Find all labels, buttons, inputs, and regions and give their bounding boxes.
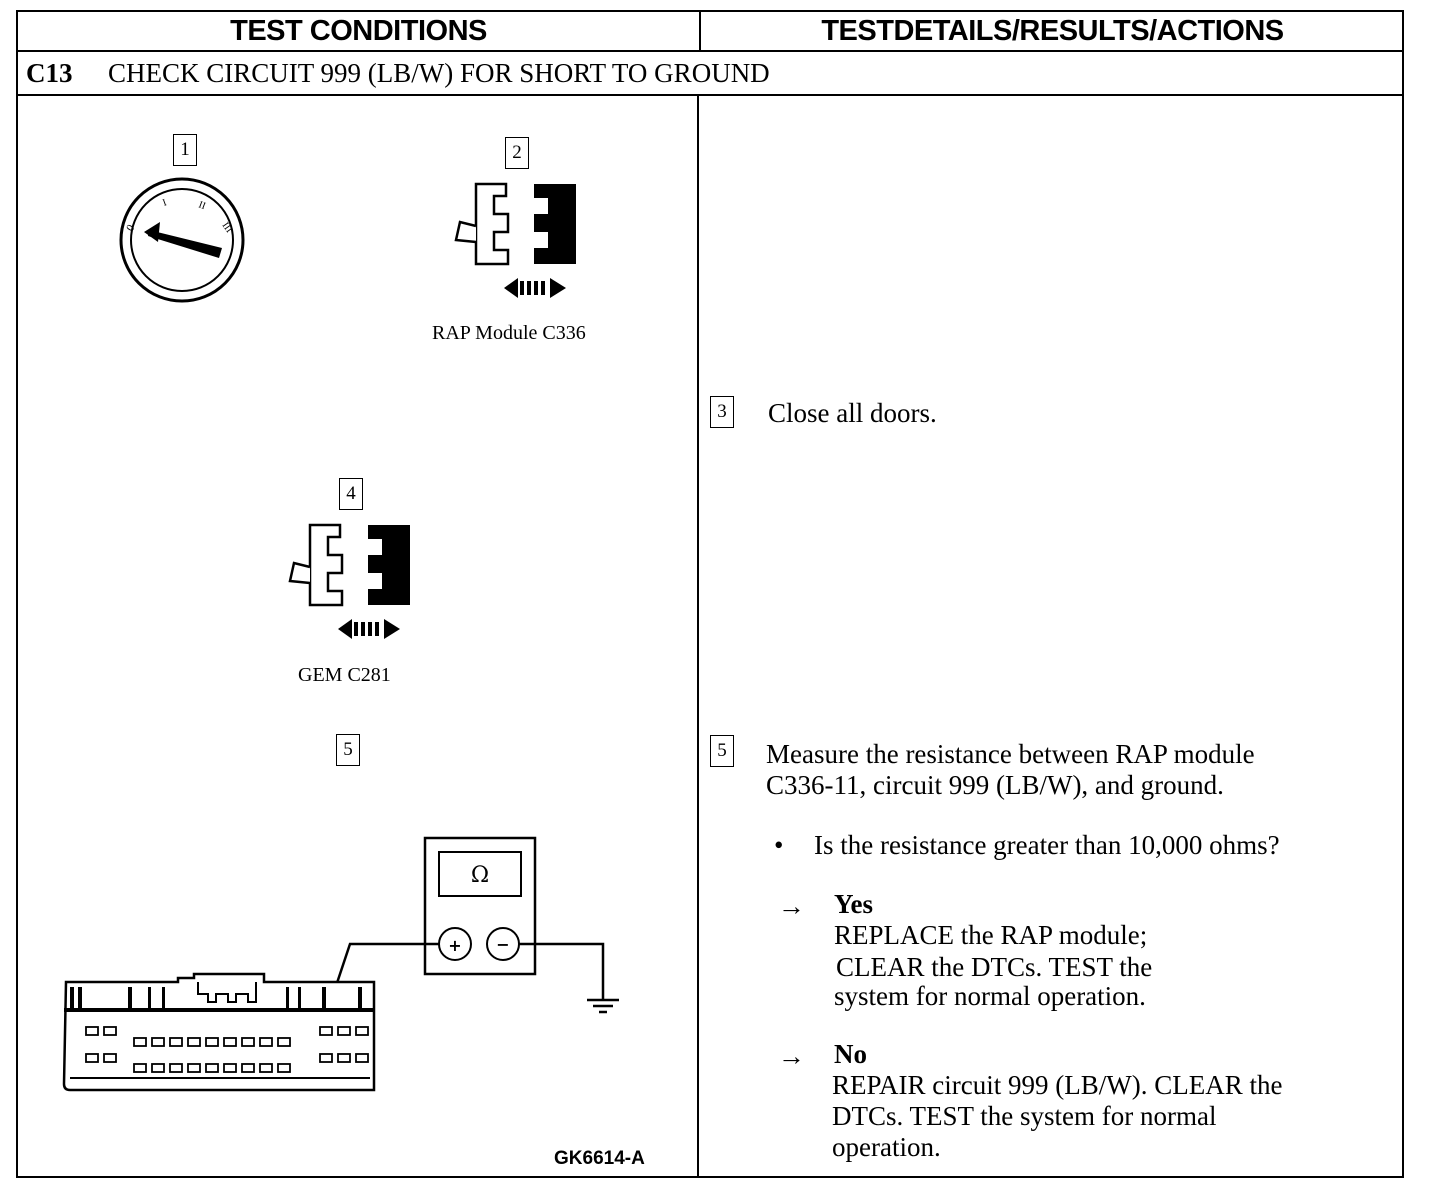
rap-connector-icon (454, 182, 576, 298)
no-line1: REPAIR circuit 999 (LB/W). CLEAR the (832, 1070, 1283, 1100)
key-pos-0: 0 (124, 222, 137, 233)
no-label: No (834, 1039, 867, 1069)
test-conditions-header: TEST CONDITIONS (18, 12, 699, 52)
test-procedure-page: TEST CONDITIONS TESTDETAILS/RESULTS/ACTI… (16, 10, 1404, 1178)
ignition-switch-icon: 0 I II III (119, 177, 245, 303)
ohm-symbol: Ω (471, 863, 489, 888)
plus-label: + (448, 936, 461, 955)
step3-text: Close all doors. (768, 398, 937, 428)
step5-line2: C336-11, circuit 999 (LB/W), and ground. (766, 770, 1224, 800)
gem-connector-icon (288, 523, 410, 639)
bullet: • (774, 830, 784, 860)
step5-line1: Measure the resistance between RAP modul… (766, 739, 1255, 769)
minus-label: − (496, 935, 509, 954)
gem-caption: GEM C281 (298, 664, 391, 686)
detail-number-5: 5 (710, 735, 734, 767)
figure-number-1: 1 (173, 134, 197, 166)
figure-number-2: 2 (505, 137, 529, 169)
test-details-header: TESTDETAILS/RESULTS/ACTIONS (699, 12, 1404, 52)
yes-line2: CLEAR the DTCs. TEST the (836, 952, 1153, 982)
figure-number-4: 4 (339, 478, 363, 510)
figure-id: GK6614-A (554, 1148, 645, 1169)
multimeter-and-connector-diagram: Ω + − (62, 836, 619, 1092)
yes-label: Yes (834, 889, 873, 919)
step-title: CHECK CIRCUIT 999 (LB/W) FOR SHORT TO GR… (108, 57, 770, 88)
no-line2: DTCs. TEST the system for normal (832, 1101, 1217, 1131)
column-divider (697, 96, 699, 1178)
detail-number-3: 3 (710, 396, 734, 428)
yes-arrow-icon: → (778, 891, 805, 921)
key-pos-1: I (161, 197, 168, 208)
step-id: C13 (26, 57, 73, 88)
yes-line1: REPLACE the RAP module; (834, 920, 1148, 950)
question-text: Is the resistance greater than 10,000 oh… (814, 830, 1280, 860)
no-arrow-icon: → (778, 1041, 805, 1071)
key-pos-2: II (197, 199, 207, 212)
rap-connector-face-icon (62, 972, 376, 1092)
figure-number-5: 5 (336, 734, 360, 766)
yes-line3: system for normal operation. (834, 981, 1146, 1011)
rap-module-caption: RAP Module C336 (432, 322, 586, 344)
no-line3: operation. (832, 1132, 941, 1162)
step-title-row: C13 CHECK CIRCUIT 999 (LB/W) FOR SHORT T… (18, 52, 1402, 96)
